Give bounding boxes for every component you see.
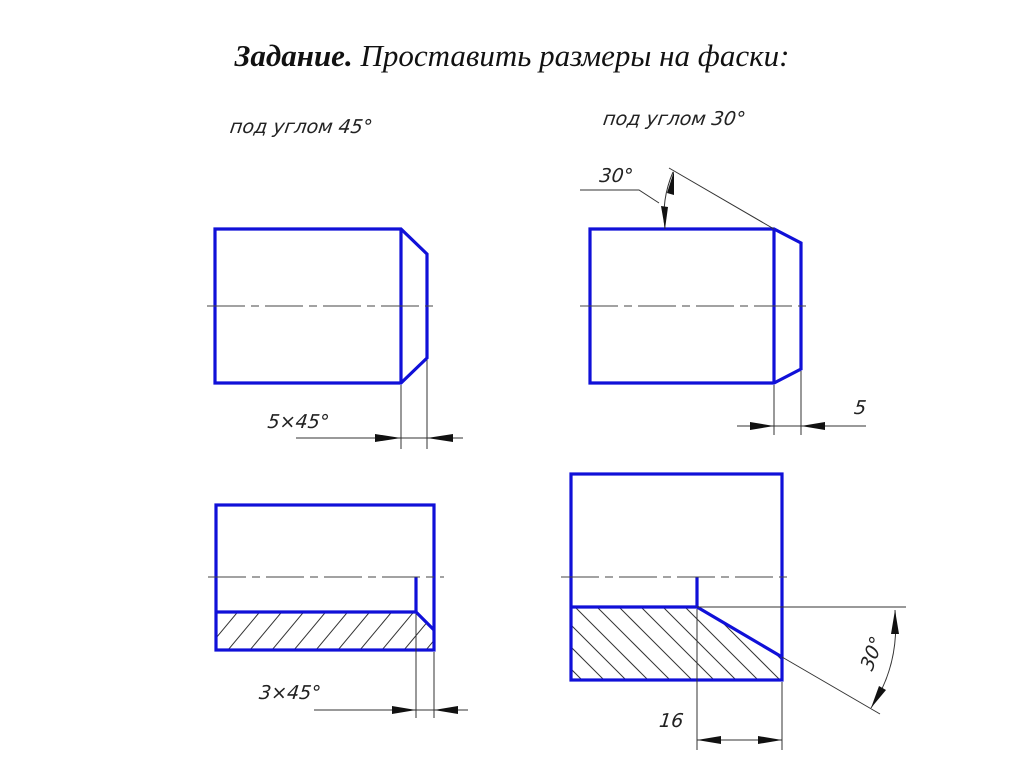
- dim-label-30-angle: 30°: [857, 633, 888, 674]
- leader-line: [580, 189, 660, 204]
- dim-label-5x45: 5×45°: [266, 411, 330, 433]
- angle-arrow: [667, 171, 674, 195]
- dim-label-3x45: 3×45°: [258, 682, 322, 704]
- dim-label-5: 5: [853, 397, 867, 419]
- bore-line: [571, 605, 783, 659]
- part-bottom-left: 3×45°: [208, 503, 468, 718]
- dimension-arrow: [434, 706, 458, 714]
- angle-extension-line: [668, 167, 775, 230]
- dimension-arrow: [758, 736, 782, 744]
- dim-label-16: 16: [658, 710, 684, 732]
- dimension-arrow: [375, 434, 401, 442]
- dimension-arrow: [750, 422, 774, 430]
- caption-30: под углом 30°: [602, 107, 747, 130]
- task-title: Задание. Проставить размеры на фаски:: [0, 38, 1024, 74]
- angle-arrow: [871, 686, 886, 708]
- dim-label-30-angle: 30°: [598, 165, 634, 187]
- angle-extension-line: [781, 656, 881, 715]
- part-top-left: 5×45°: [207, 227, 463, 449]
- dimension-arrow: [392, 706, 416, 714]
- part-bottom-right: 30° 16: [561, 472, 906, 750]
- hatching: [216, 612, 434, 650]
- task-title-lead: Задание.: [234, 38, 353, 73]
- dimension-arrow: [801, 422, 825, 430]
- dimension-arrow: [697, 736, 721, 744]
- caption-45: под углом 45°: [229, 115, 374, 138]
- task-title-text: Проставить размеры на фаски:: [352, 38, 790, 73]
- angle-arrow: [891, 610, 899, 634]
- dimension-arrow: [427, 434, 453, 442]
- angle-arrow: [661, 206, 668, 229]
- part-top-right: 30° 5: [580, 165, 867, 435]
